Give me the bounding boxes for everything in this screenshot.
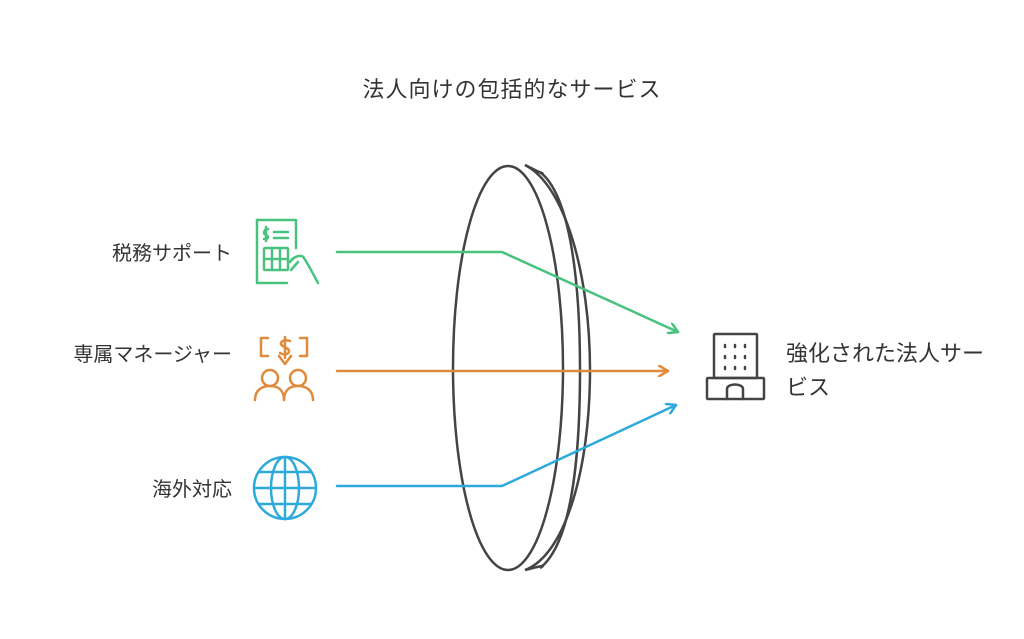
lens-shape <box>451 163 592 572</box>
input-label-dedicated-manager: 専属マネージャー <box>73 342 232 366</box>
arrow-tax <box>335 250 680 332</box>
office-building-icon <box>705 332 766 401</box>
output-label-enhanced-service: 強化された法人サービス <box>786 342 985 401</box>
diagram-title: 法人向けの包括的なサービス <box>362 78 662 103</box>
tax-calculator-icon <box>255 218 320 285</box>
globe-icon <box>252 455 318 521</box>
input-label-overseas-support: 海外対応 <box>152 477 232 501</box>
input-label-tax-support: 税務サポート <box>112 241 232 265</box>
arrow-global <box>335 405 678 488</box>
manager-people-icon <box>253 335 315 402</box>
